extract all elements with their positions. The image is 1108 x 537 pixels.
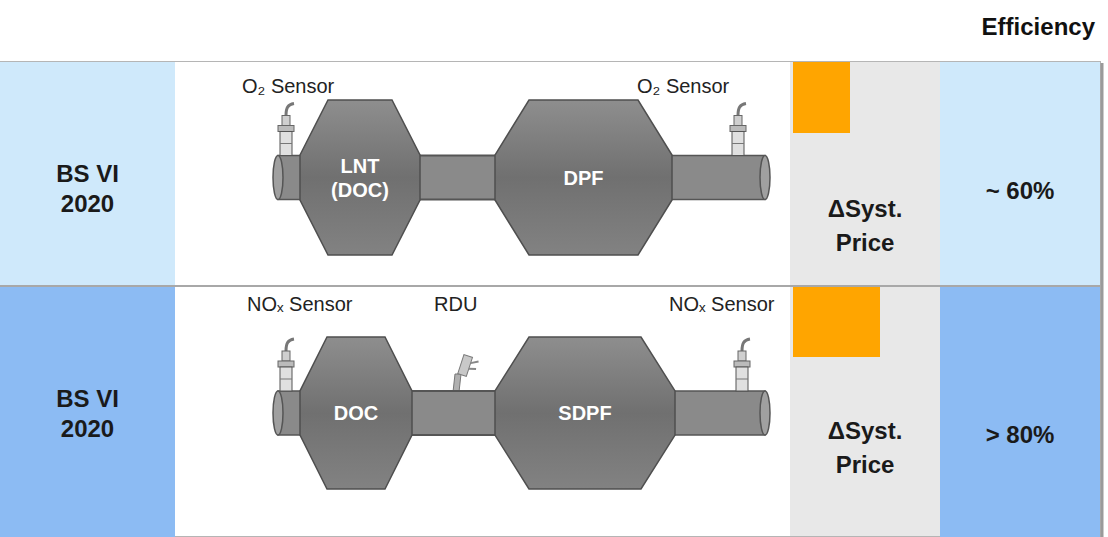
pipe-end: [760, 156, 770, 200]
pipe-outline: [420, 155, 495, 201]
outlet-pipe: [671, 391, 765, 435]
cell-text: > 80%: [986, 420, 1055, 450]
cell-text: BS VI 2020: [38, 159, 138, 219]
canister-shape: [495, 337, 675, 489]
row-band: > 80%: [940, 287, 1100, 537]
catalyst-canister: LNT (DOC): [300, 100, 420, 255]
dosing-unit-symbol: [453, 355, 479, 392]
frame-shadow: [1101, 63, 1104, 537]
sensor-symbol: [278, 339, 294, 391]
part-label: NOₓ Sensor: [247, 292, 353, 316]
component-name: DOC: [334, 401, 378, 425]
catalyst-canister: SDPF: [495, 337, 675, 489]
price-cell: ΔSyst. Price: [790, 287, 940, 537]
price-bar: [793, 62, 850, 133]
price-cell: ΔSyst. Price: [790, 62, 940, 285]
row-band: ~ 60%: [940, 62, 1100, 285]
part-label: RDU: [434, 292, 477, 316]
cell-text: ~ 60%: [986, 176, 1055, 206]
pipe-body: [412, 392, 495, 434]
canister-shape: [300, 337, 412, 489]
part-label: O₂ Sensor: [242, 74, 334, 98]
canister-outline: [300, 100, 420, 255]
price-column: [790, 62, 940, 285]
pipe-body: [420, 157, 495, 199]
pipe-end: [273, 156, 283, 200]
canister-shape: [495, 100, 672, 255]
outlet-pipe: [668, 156, 765, 200]
price-bar: [793, 287, 880, 357]
pipe-end: [760, 391, 770, 435]
table-frame: [1, 62, 1101, 537]
component-name: DPF: [564, 166, 604, 190]
row-band: BS VI 2020: [0, 287, 175, 537]
component-name: LNT (DOC): [320, 154, 400, 202]
part-label: NOₓ Sensor: [669, 292, 775, 316]
pipe-end: [273, 391, 283, 435]
cell-text: ΔSyst. Price: [817, 414, 913, 482]
sensor-symbol: [730, 104, 746, 156]
pipe-outline: [412, 390, 495, 436]
price-column: [790, 287, 940, 537]
catalyst-canister: DPF: [495, 100, 672, 255]
row-band: BS VI 2020: [0, 62, 175, 285]
column-heading: Efficiency: [982, 12, 1095, 42]
component-name: SDPF: [558, 401, 611, 425]
sensor-symbol: [278, 104, 294, 156]
sensor-symbol: [734, 339, 750, 391]
pipe-connector: [412, 413, 495, 414]
cell-text: BS VI 2020: [38, 384, 138, 444]
canister-shape: [300, 100, 420, 255]
part-label: O₂ Sensor: [637, 74, 729, 98]
cell-text: ΔSyst. Price: [817, 192, 913, 260]
catalyst-canister: DOC: [300, 337, 412, 489]
pipe-connector: [420, 177, 495, 178]
